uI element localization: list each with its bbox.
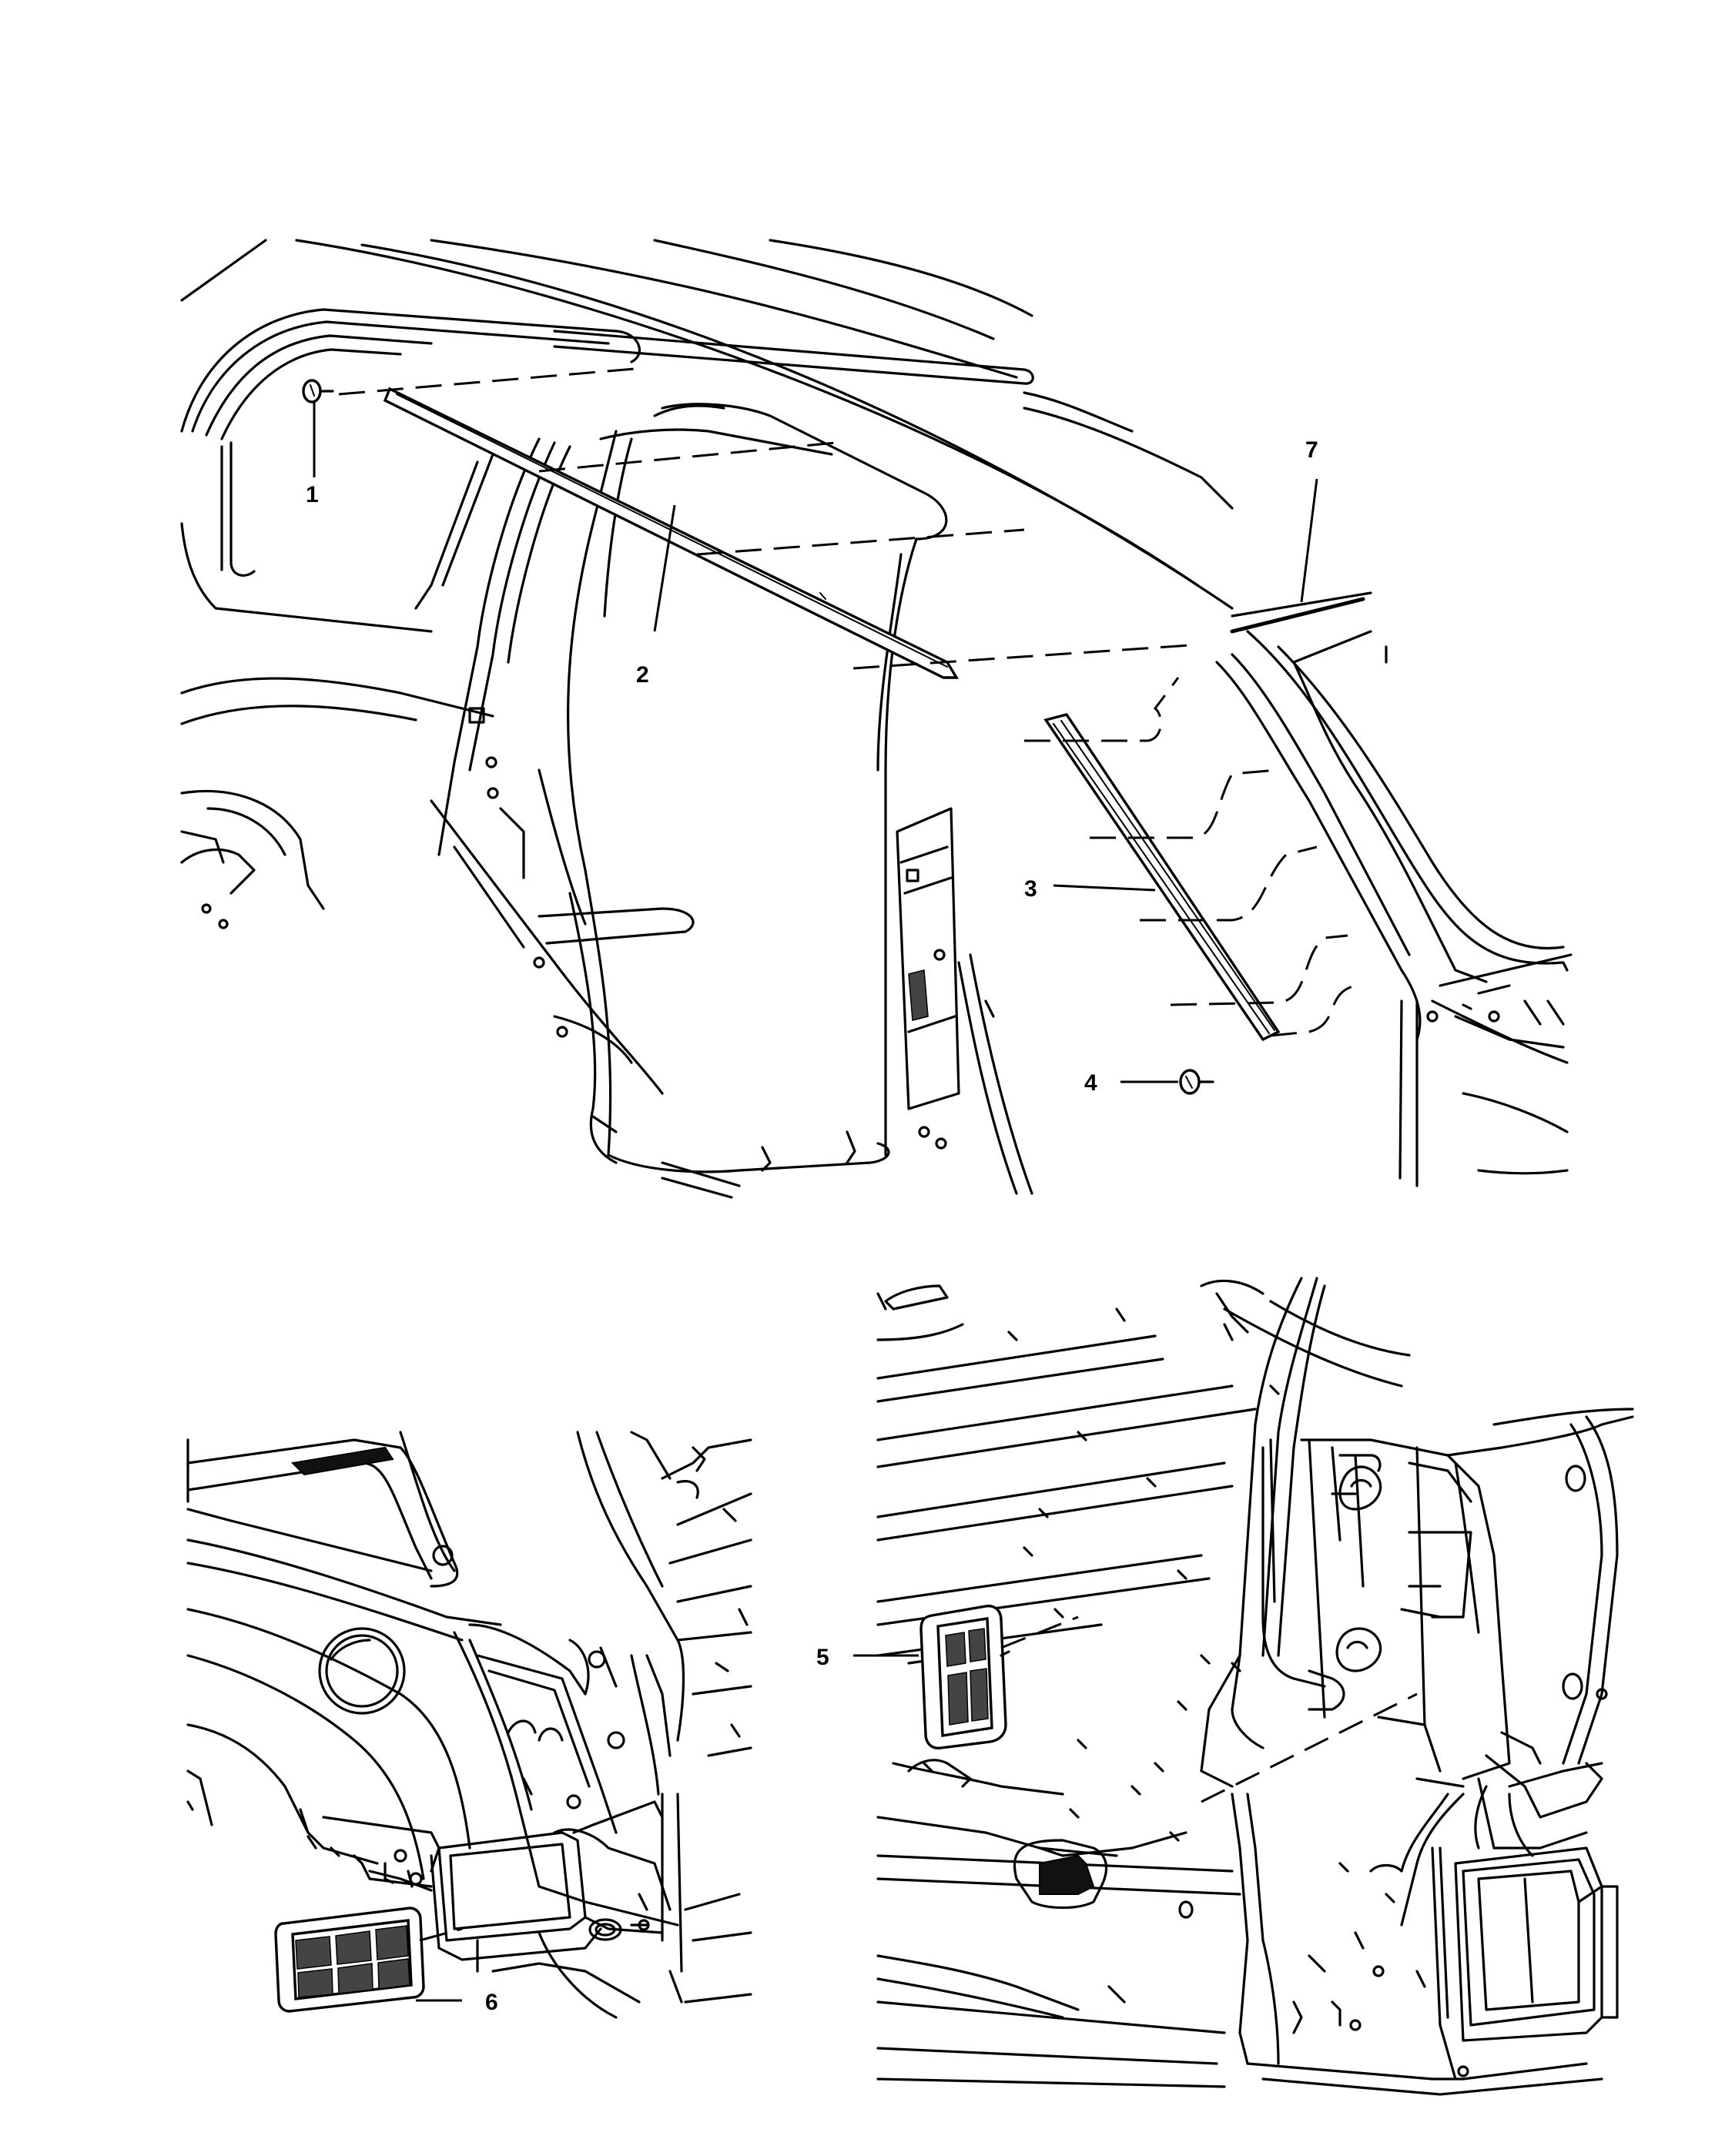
callout-labels: 1 2 3 4 5 6 7 xyxy=(306,437,1318,2015)
part-3-rear-molding xyxy=(1024,677,1356,1042)
callout-6: 6 xyxy=(485,1990,498,2015)
part-5-vent-bezel xyxy=(919,1605,1418,1803)
callout-2: 2 xyxy=(636,662,649,688)
callout-7: 7 xyxy=(1305,437,1318,463)
leader-lines xyxy=(313,402,1318,2002)
part-1-clip xyxy=(302,379,334,403)
callout-3: 3 xyxy=(1024,876,1037,902)
callout-4: 4 xyxy=(1084,1070,1097,1096)
part-4-fastener xyxy=(1179,1069,1214,1095)
callout-1: 1 xyxy=(306,482,319,507)
part-6-air-extractor-vent xyxy=(274,1907,463,2013)
top-view-vehicle-body xyxy=(180,239,1573,1199)
callout-5: 5 xyxy=(816,1645,829,1670)
bottom-left-view-quarter-panel xyxy=(186,1431,752,2019)
